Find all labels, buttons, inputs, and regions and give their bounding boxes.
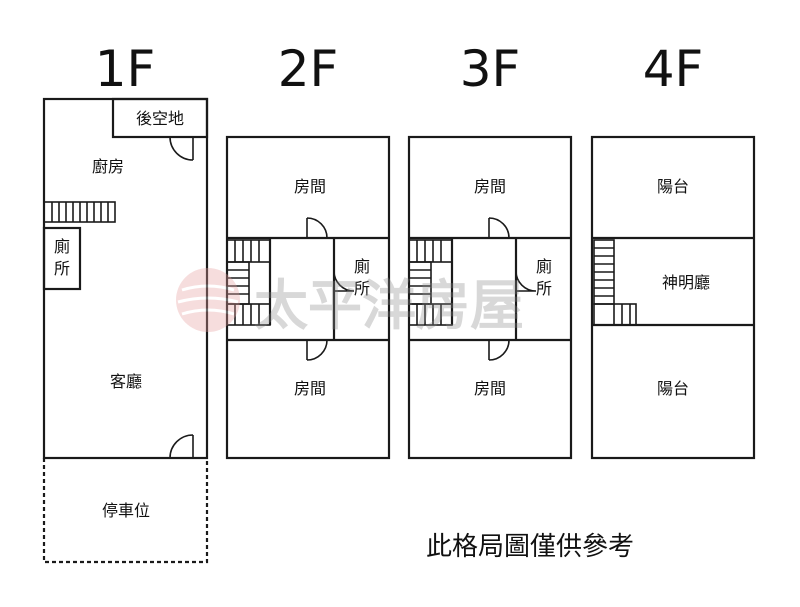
door-3f-lower bbox=[488, 339, 510, 361]
floor-1f-outline bbox=[42, 97, 209, 460]
room-4f-shrine: 神明廳 bbox=[662, 273, 710, 292]
stairs-2f bbox=[226, 239, 271, 326]
toilet-1f-char1: 廁 bbox=[54, 237, 70, 256]
door-back-yard bbox=[169, 136, 194, 161]
room-parking: 停車位 bbox=[102, 501, 150, 520]
floor-3f-label: 3F bbox=[460, 40, 521, 98]
watermark-text: 太平洋房屋 bbox=[254, 273, 524, 337]
floor-1f-label: 1F bbox=[95, 40, 156, 98]
parking-outline bbox=[42, 458, 209, 564]
floor-4f-label: 4F bbox=[643, 40, 704, 98]
room-3f-upper: 房間 bbox=[474, 177, 506, 196]
toilet-3f-char1: 廁 bbox=[536, 257, 552, 276]
floor-4f-outline bbox=[590, 135, 756, 460]
room-living: 客廳 bbox=[110, 372, 142, 391]
toilet-2f-char1: 廁 bbox=[354, 257, 370, 276]
stairs-3f bbox=[408, 239, 453, 326]
stairs-4f bbox=[593, 239, 637, 326]
door-2f-toilet bbox=[333, 270, 355, 292]
room-back-yard: 後空地 bbox=[136, 109, 184, 128]
door-3f-toilet bbox=[515, 270, 537, 292]
floor-3f: 3F 房間 房間 廁 所 bbox=[407, 40, 573, 460]
room-2f-lower: 房間 bbox=[294, 379, 326, 398]
disclaimer-note: 此格局圖僅供參考 bbox=[426, 532, 634, 562]
stairs-1f bbox=[43, 201, 116, 223]
toilet-1f-box bbox=[42, 226, 82, 291]
room-kitchen: 廚房 bbox=[92, 157, 124, 176]
watermark-logo-icon bbox=[176, 268, 240, 332]
room-3f-lower: 房間 bbox=[474, 379, 506, 398]
toilet-3f-char2: 所 bbox=[536, 279, 552, 298]
toilet-1f-char2: 所 bbox=[54, 259, 70, 278]
floor-1f: 1F 後空地 廚房 廁 所 客廳 停車位 bbox=[42, 40, 209, 564]
floor-2f: 2F 房間 房間 廁 所 bbox=[225, 40, 391, 460]
door-2f-lower bbox=[306, 339, 328, 361]
room-2f-upper: 房間 bbox=[294, 177, 326, 196]
room-4f-balcony-upper: 陽台 bbox=[657, 177, 689, 196]
floor-2f-label: 2F bbox=[278, 40, 339, 98]
floor-4f: 4F 陽台 神明廳 陽台 bbox=[590, 40, 756, 460]
door-3f-upper bbox=[488, 217, 510, 239]
door-front bbox=[169, 434, 194, 459]
door-2f-upper bbox=[306, 217, 328, 239]
room-4f-balcony-lower: 陽台 bbox=[657, 379, 689, 398]
toilet-2f-char2: 所 bbox=[354, 279, 370, 298]
back-yard-box bbox=[111, 97, 209, 139]
watermark: 太平洋房屋 bbox=[176, 268, 524, 337]
